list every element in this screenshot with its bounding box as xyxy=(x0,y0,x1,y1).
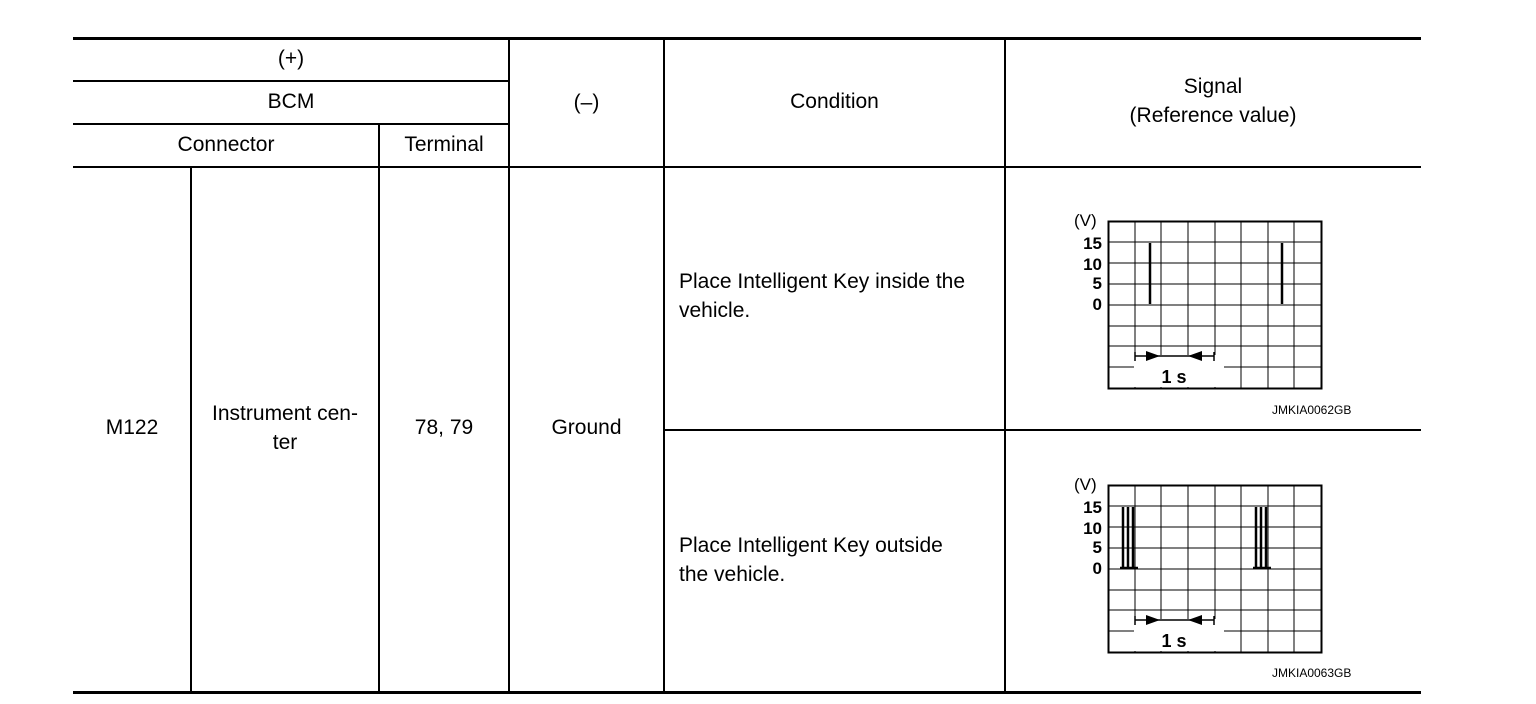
y-label-0: 0 xyxy=(1093,295,1102,314)
table-bottom-rule xyxy=(73,691,1421,694)
condition-outside-text: Place Intelligent Key outside the vehicl… xyxy=(679,531,999,589)
signal-waveform-outside: (V) 15 10 5 0 1 s xyxy=(1074,475,1323,654)
y-label-5: 5 xyxy=(1093,538,1102,557)
condition-divider-rule xyxy=(664,429,1421,431)
y-label-10: 10 xyxy=(1083,519,1102,538)
col-divider-terminal xyxy=(378,123,380,692)
col-divider-connector xyxy=(190,166,192,692)
header-bcm: BCM xyxy=(267,90,315,113)
header-minus: (–) xyxy=(573,91,600,114)
rule-plus xyxy=(73,80,509,82)
y-label-5: 5 xyxy=(1093,274,1102,293)
volt-unit-label: (V) xyxy=(1074,211,1097,230)
arrow-left-icon xyxy=(1188,615,1202,625)
connector-name-line2: ter xyxy=(272,431,298,454)
y-label-10: 10 xyxy=(1083,255,1102,274)
condition-inside-line1: Place Intelligent Key inside the xyxy=(679,270,966,293)
header-bottom-rule xyxy=(73,166,1421,168)
condition-inside-line2: vehicle. xyxy=(679,299,751,322)
figure-code-inside: JMKIA0062GB xyxy=(1272,403,1352,417)
arrow-left-icon xyxy=(1188,351,1202,361)
condition-inside-text: Place Intelligent Key inside the vehicle… xyxy=(679,267,999,325)
header-condition: Condition xyxy=(790,90,879,113)
header-connector: Connector xyxy=(177,133,275,156)
col-divider-condition xyxy=(663,38,665,692)
arrow-right-icon xyxy=(1146,615,1160,625)
rule-bcm xyxy=(73,123,509,125)
connector-name-line1: Instrument cen- xyxy=(212,402,358,425)
table-top-rule xyxy=(73,37,1421,40)
pulse-group-left xyxy=(1120,507,1138,570)
terminal-value: 78, 79 xyxy=(414,416,474,439)
condition-outside-line2: the vehicle. xyxy=(679,563,786,586)
time-scale-label: 1 s xyxy=(1161,631,1186,651)
header-terminal: Terminal xyxy=(404,133,484,156)
condition-outside-line1: Place Intelligent Key outside xyxy=(679,534,943,557)
connector-name: Instrument cen- ter xyxy=(191,399,379,457)
y-label-15: 15 xyxy=(1083,498,1102,517)
figure-code-outside: JMKIA0063GB xyxy=(1272,666,1352,680)
y-label-0: 0 xyxy=(1093,559,1102,578)
connector-number: M122 xyxy=(105,416,159,439)
header-signal-line2: (Reference value) xyxy=(1129,104,1297,127)
y-label-15: 15 xyxy=(1083,234,1102,253)
arrow-right-icon xyxy=(1146,351,1160,361)
col-divider-minus xyxy=(508,38,510,692)
ground-value: Ground xyxy=(551,416,622,439)
time-label-mask xyxy=(1134,619,1224,651)
time-scale-label: 1 s xyxy=(1161,367,1186,387)
header-plus: (+) xyxy=(277,47,305,70)
signal-waveform-inside: (V) 15 10 5 0 1 s xyxy=(1074,211,1323,390)
volt-unit-label: (V) xyxy=(1074,475,1097,494)
header-signal: Signal (Reference value) xyxy=(1005,72,1421,130)
time-label-mask xyxy=(1134,355,1224,387)
header-signal-line1: Signal xyxy=(1183,75,1243,98)
pulse-group-right xyxy=(1253,507,1271,570)
col-divider-signal xyxy=(1004,38,1006,692)
